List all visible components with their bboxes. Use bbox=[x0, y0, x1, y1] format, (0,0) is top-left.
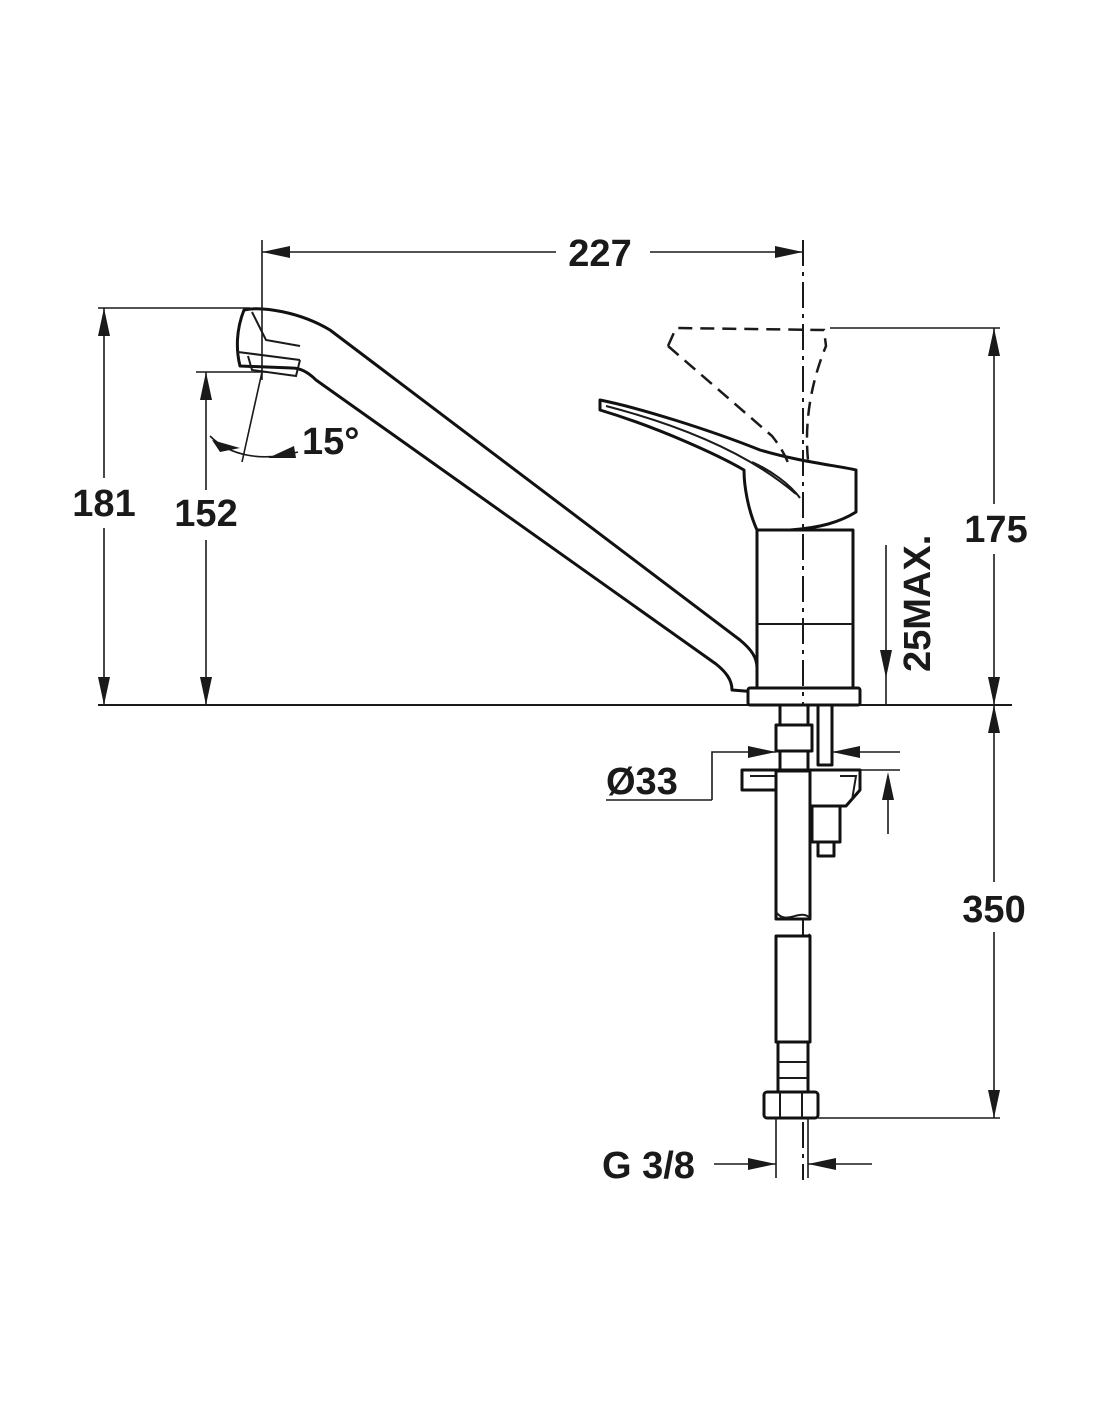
hose-ferrule bbox=[776, 1040, 810, 1094]
angle-ref-line bbox=[241, 371, 263, 463]
spout-tip-detail bbox=[251, 311, 301, 347]
arrow-33-left bbox=[748, 746, 776, 758]
supply-hose-upper bbox=[774, 769, 812, 921]
spout-aerator bbox=[237, 351, 301, 378]
dim-label-25max: 25MAX. bbox=[897, 535, 939, 672]
supply-fitting-lower bbox=[778, 749, 810, 773]
faucet-spout bbox=[235, 307, 759, 694]
arrow-25max-top bbox=[880, 650, 892, 678]
arrow-g38-left bbox=[748, 1158, 776, 1170]
faucet-body bbox=[755, 528, 855, 692]
lever-inner-curve bbox=[605, 405, 801, 499]
dim-label-33: Ø33 bbox=[606, 761, 678, 803]
arrow-227-right bbox=[775, 246, 803, 258]
dim-label-152: 152 bbox=[174, 493, 237, 535]
faucet-lever bbox=[598, 398, 858, 532]
arrow-181-bottom bbox=[98, 677, 110, 705]
dim-label-350: 350 bbox=[962, 889, 1025, 931]
dim-label-15-deg: 15° bbox=[302, 421, 359, 463]
dim-label-181: 181 bbox=[72, 483, 135, 525]
arrow-227-left bbox=[262, 246, 290, 258]
dim-label-227: 227 bbox=[568, 233, 631, 275]
arrow-175-top bbox=[988, 328, 1000, 356]
supply-fitting-upper bbox=[778, 703, 810, 727]
arrow-152-bottom bbox=[200, 677, 212, 705]
arrow-g38-right bbox=[808, 1158, 836, 1170]
dim-label-175: 175 bbox=[964, 509, 1027, 551]
lever-raised-outline bbox=[666, 326, 828, 469]
arrow-350-bottom bbox=[988, 1090, 1000, 1118]
arrow-33-right bbox=[832, 746, 860, 758]
fixing-nut bbox=[810, 804, 842, 844]
threaded-stud bbox=[816, 703, 834, 767]
supply-hose-lower bbox=[774, 934, 812, 1044]
arrow-152-top bbox=[200, 372, 212, 400]
arrow-181-top bbox=[98, 308, 110, 336]
arrow-bracket-height bbox=[882, 772, 894, 800]
supply-fitting-mid bbox=[774, 723, 814, 753]
hose-break-upper bbox=[775, 911, 811, 919]
arrow-175-bottom bbox=[988, 677, 1000, 705]
arrow-350-top bbox=[988, 705, 1000, 733]
dim-label-g38: G 3/8 bbox=[602, 1145, 695, 1187]
arrow-angle-right bbox=[268, 446, 296, 458]
fixing-stud-end bbox=[816, 840, 836, 858]
arrow-angle-left bbox=[212, 440, 240, 452]
connection-hex-nut bbox=[762, 1090, 820, 1120]
